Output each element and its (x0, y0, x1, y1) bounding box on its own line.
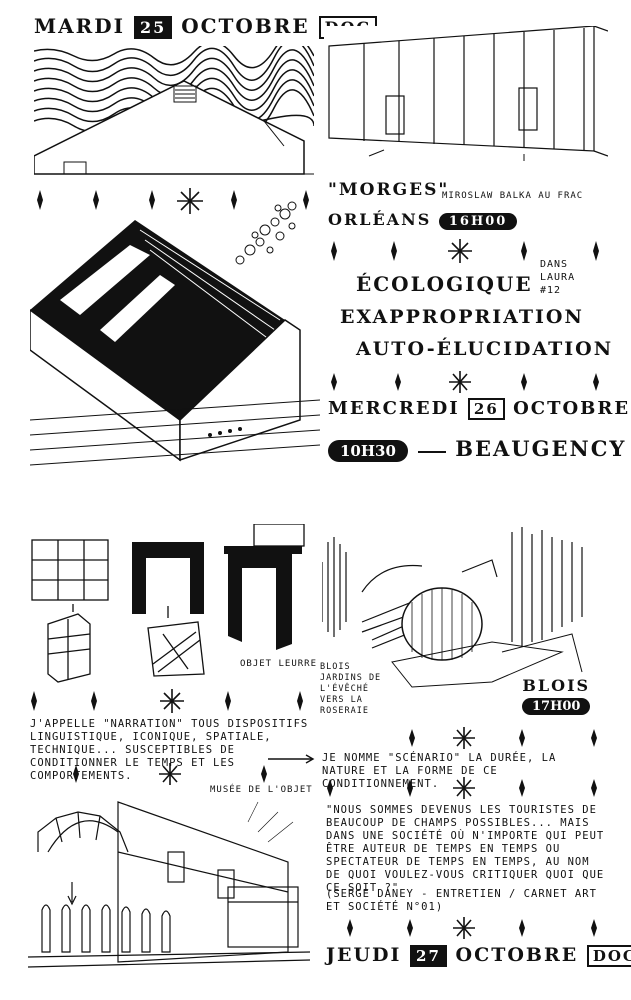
footer-month: OCTOBRE (455, 944, 579, 966)
sketch-gallery-wall (324, 26, 608, 162)
header-mercredi: MERCREDI 26 OCTOBRE (328, 398, 630, 420)
word-auto-elucidation: AUTO-ÉLUCIDATION (356, 338, 614, 360)
ornament-row-7 (322, 776, 604, 802)
header2-month: OCTOBRE (513, 398, 631, 419)
time-badge: 16H00 (438, 213, 518, 230)
smoke-bubbles (230, 200, 305, 270)
narration-arrow (268, 754, 316, 764)
blois-note: BLOIS JARDINS DE L'ÉVÊCHÉ VERS LA ROSERA… (320, 662, 382, 716)
word-ecologique: ÉCOLOGIQUE (356, 272, 533, 296)
title-morges: "MORGES" (328, 180, 450, 200)
header2-date: 26 (467, 398, 505, 420)
ornament-row-3 (328, 370, 608, 396)
blois-time: 17H00 (522, 698, 591, 715)
ornament-row-6 (28, 762, 310, 788)
city2-name: BEAUGENCY (455, 436, 627, 461)
time2-badge: 10H30 (328, 440, 408, 462)
header-date: 25 (133, 16, 173, 39)
footer-day: JEUDI (326, 944, 402, 966)
sketch-barn-sky (34, 46, 314, 176)
ornament-row-1 (34, 186, 314, 216)
blois-city: BLOIS (522, 676, 591, 695)
footer-jeudi: JEUDI 27 OCTOBRE DOC (326, 944, 631, 967)
ornament-row-2 (328, 238, 608, 266)
sketch-black-roof-house (30, 220, 320, 470)
city-name: ORLÉANS (328, 210, 432, 229)
footer-tag: DOC (586, 945, 631, 967)
footer-date: 27 (410, 945, 447, 967)
beaugency-arrow (417, 450, 446, 453)
beaugency-line: 10H30 BEAUGENCY (328, 436, 626, 462)
ornament-row-5 (322, 726, 604, 752)
word-exappropriation: EXAPPROPRIATION (340, 306, 584, 328)
ornament-row-8 (322, 916, 604, 942)
sketch-museum-building (28, 792, 310, 974)
ornament-row-4 (28, 688, 310, 716)
city-orleans: ORLÉANS 16H00 (328, 210, 518, 230)
header2-day: MERCREDI (328, 398, 460, 419)
quote-citation: (SERGE DANEY - ENTRETIEN / CARNET ART ET… (326, 888, 597, 913)
blois-label: BLOIS 17H00 (522, 676, 591, 715)
side-note: DANS LAURA #12 (540, 259, 576, 296)
narration-text: J'APPELLE "NARRATION" TOUS DISPOSITIFS L… (30, 718, 309, 782)
label-objet-leurre: OBJET LEURRE (240, 659, 318, 669)
sketch-fireplace-objects (28, 524, 310, 684)
sketch-blois-dome (322, 522, 602, 692)
byline: MIROSLAW BALKA AU FRAC (442, 191, 584, 201)
header-day: MARDI (34, 14, 125, 38)
quote-text: "NOUS SOMMES DEVENUS LES TOURISTES DE BE… (326, 804, 605, 894)
musee-label: MUSÉE DE L'OBJET (210, 785, 313, 795)
header-month: OCTOBRE (181, 14, 310, 38)
